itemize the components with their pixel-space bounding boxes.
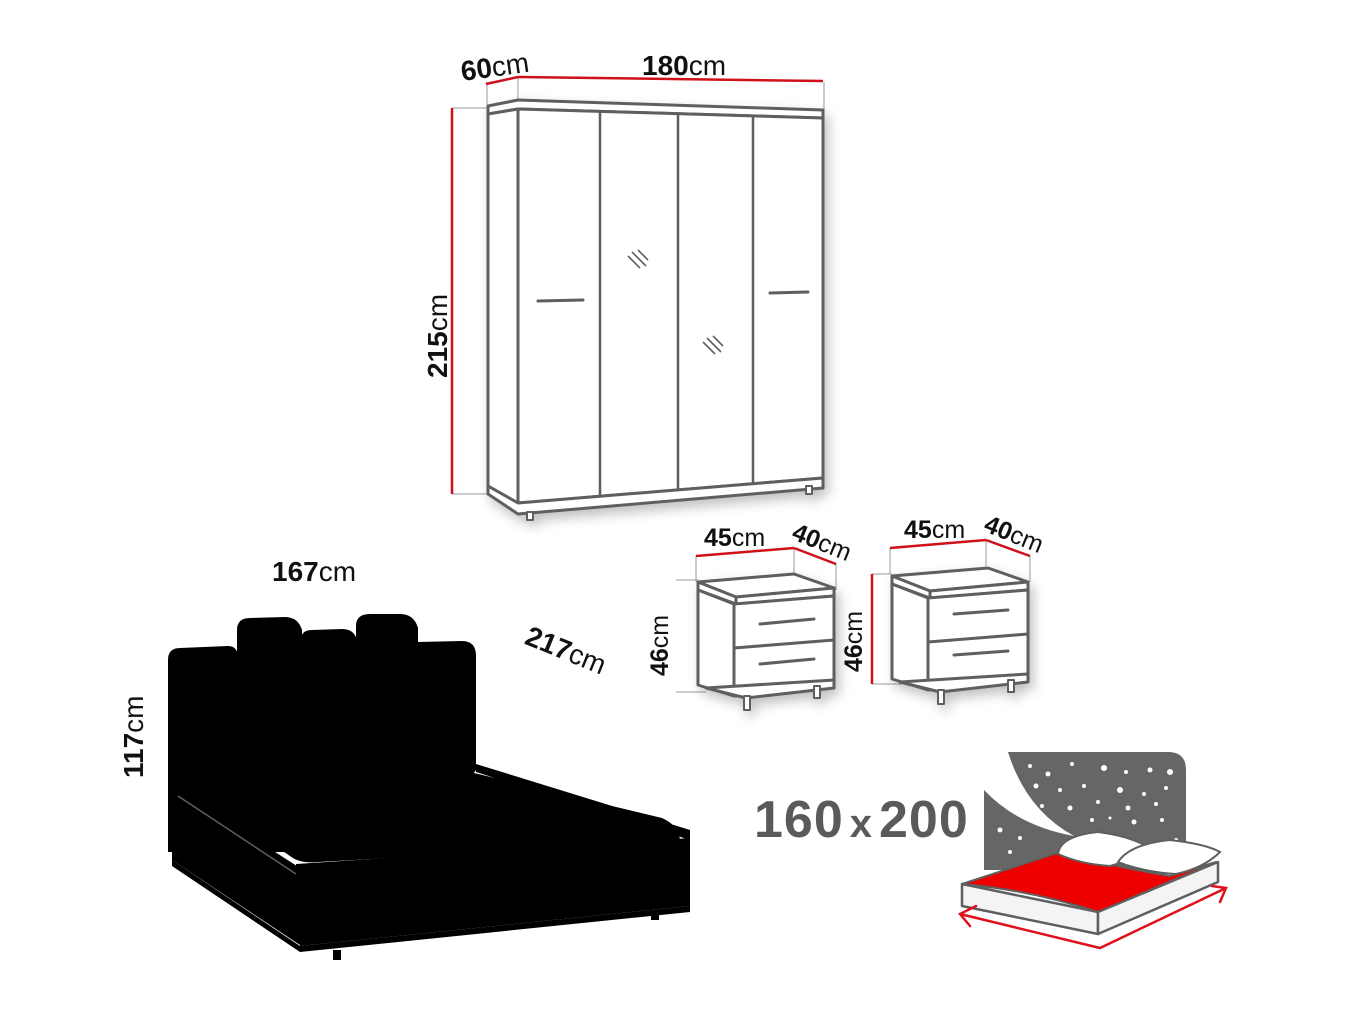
nightstand-2-height-label: 46cm xyxy=(840,610,868,672)
wardrobe-dimension-lines xyxy=(450,75,824,494)
mattress-size-icon xyxy=(958,752,1228,950)
nightstand-2 xyxy=(870,538,1031,705)
nightstand-1 xyxy=(676,546,837,711)
size-arrows-icon xyxy=(958,884,1228,950)
bed-height-label: 117cm xyxy=(118,695,149,779)
nightstand-1-height-label: 46cm xyxy=(646,614,674,676)
wardrobe-height-label: 215cm xyxy=(422,293,453,378)
nightstand-1-width-label: 45cm xyxy=(704,524,766,552)
wardrobe-width-label: 180cm xyxy=(642,50,727,81)
drawer-handles xyxy=(952,608,1010,657)
stars-icon xyxy=(997,762,1178,854)
pillow-icon xyxy=(1116,838,1222,876)
mirror-glint-icon xyxy=(627,249,724,355)
wardrobe xyxy=(450,75,825,521)
wardrobe-handles xyxy=(536,290,810,303)
nightstand-2-width-label: 45cm xyxy=(904,516,966,544)
bed-width-label: 167cm xyxy=(272,556,357,587)
drawer-handles xyxy=(758,617,816,666)
